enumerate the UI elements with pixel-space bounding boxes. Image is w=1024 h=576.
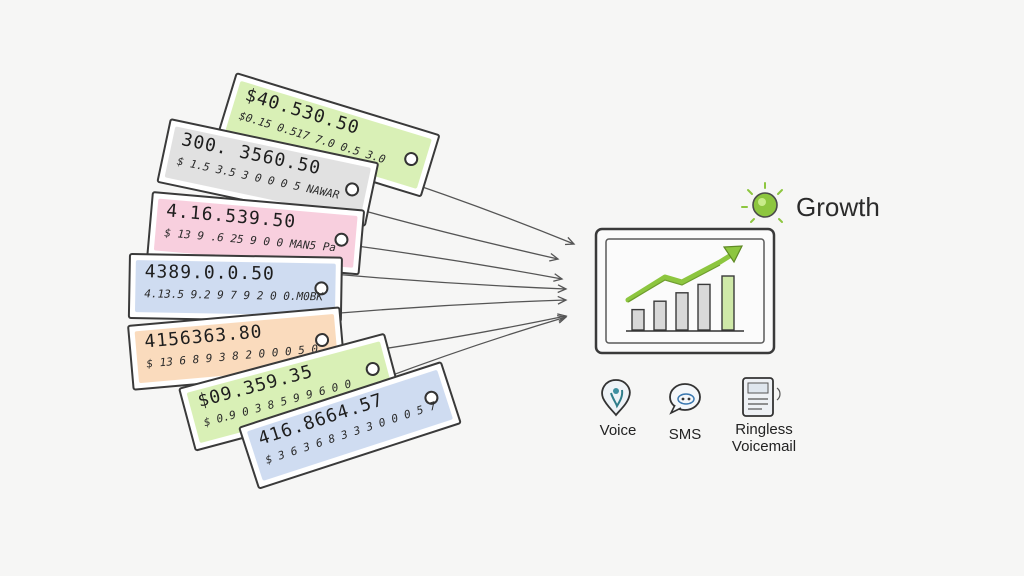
growth-bar xyxy=(697,283,711,331)
arrow-head-icon xyxy=(557,295,568,305)
growth-bar xyxy=(653,300,667,331)
arrow-head-icon xyxy=(564,236,576,246)
tag-price: 4389.0.0.50 xyxy=(144,261,276,285)
trend-arrow-icon xyxy=(625,245,743,303)
sms-bubble-icon xyxy=(669,383,701,415)
voicemail-device-icon xyxy=(742,377,781,417)
growth-label: Growth xyxy=(796,192,880,222)
arrow-head-icon xyxy=(557,284,568,294)
arrow-head-icon xyxy=(557,313,568,322)
arrow-head-icon xyxy=(549,252,560,262)
growth-bar xyxy=(675,292,689,331)
growth-bar-group xyxy=(626,275,744,332)
growth-bar xyxy=(631,308,645,331)
arrow-head-icon xyxy=(553,273,564,282)
channel-label-ringless-voicemail: Ringless Voicemail xyxy=(731,421,797,455)
connector-arrow xyxy=(373,316,567,383)
channel-label-sms: SMS xyxy=(668,426,702,443)
voice-pin-icon xyxy=(601,379,631,417)
arrow-head-icon xyxy=(557,314,568,324)
growth-bar xyxy=(721,275,735,331)
lightbulb-icon xyxy=(741,182,783,223)
growth-monitor xyxy=(594,227,776,355)
channel-label-voice: Voice xyxy=(599,422,637,439)
